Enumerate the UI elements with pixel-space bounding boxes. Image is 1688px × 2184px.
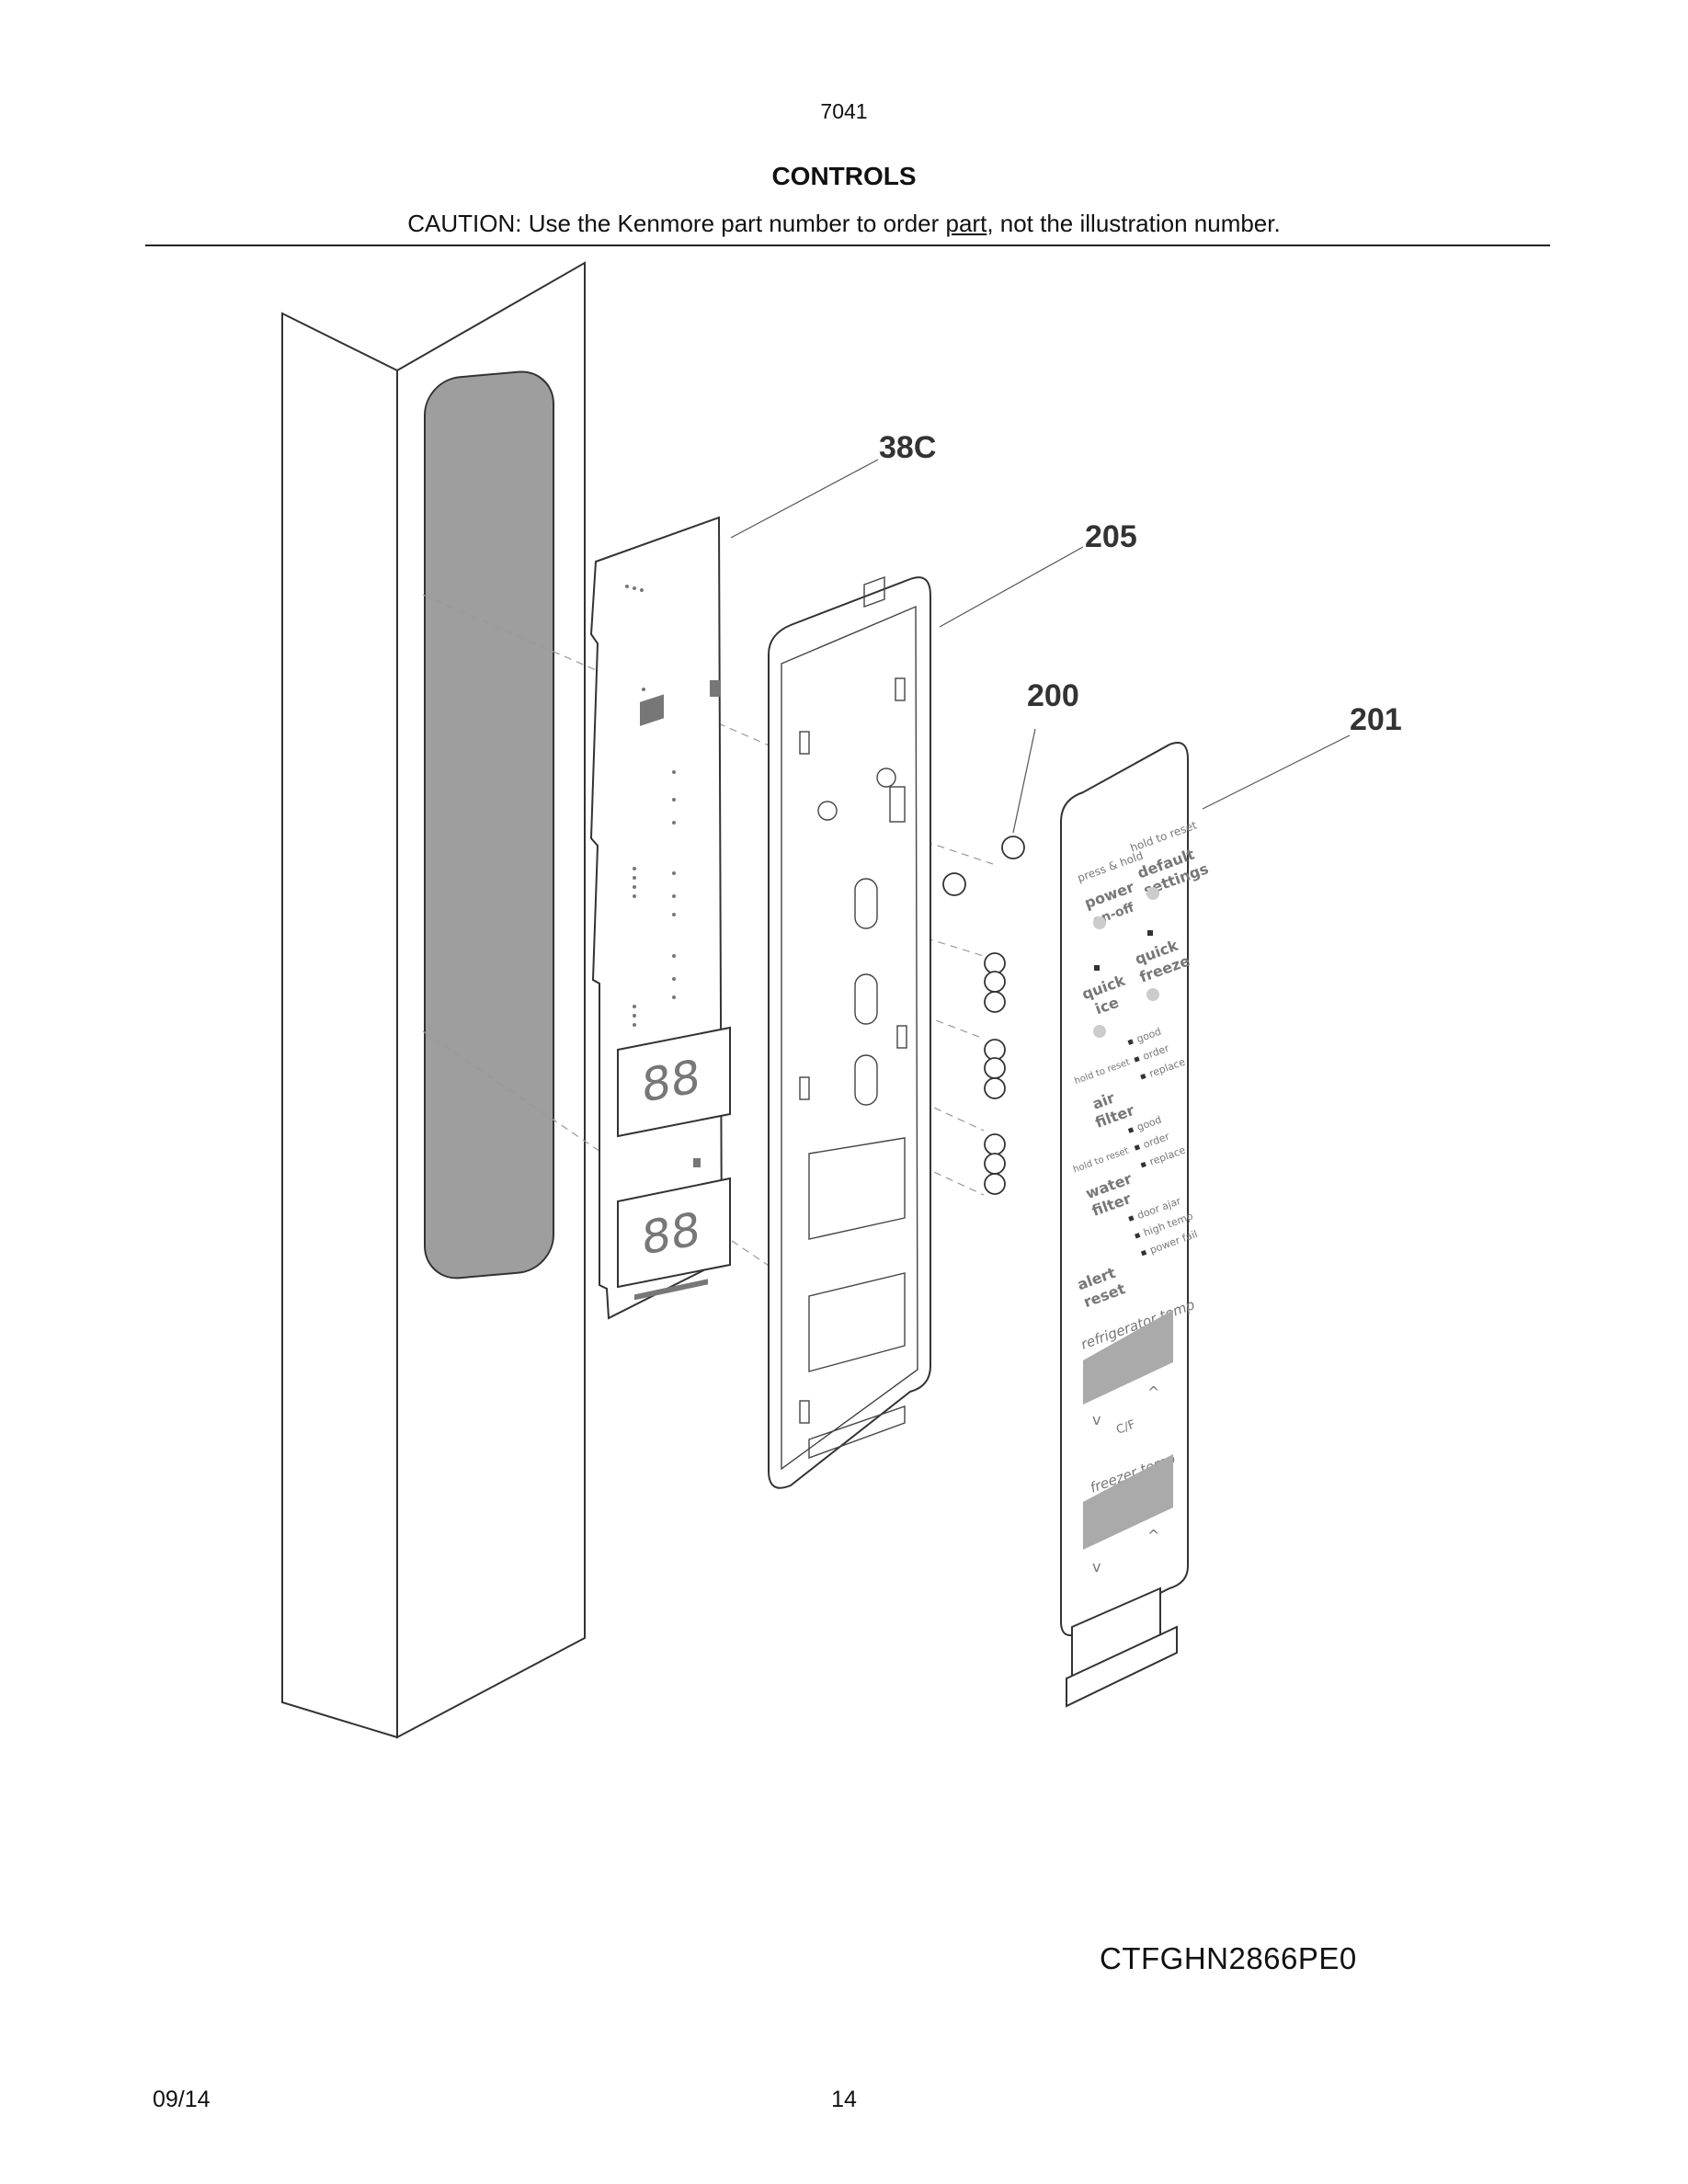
page-title: CONTROLS: [771, 162, 917, 190]
callout-38c: 38C: [879, 430, 937, 465]
caution-note: CAUTION: Use the Kenmore part number to …: [0, 210, 1688, 238]
callout-201: 201: [1350, 702, 1402, 737]
page-code: 7041: [820, 99, 868, 123]
page-number: 14: [831, 2087, 857, 2112]
callout-200: 200: [1027, 678, 1079, 713]
freezer-up-arrow: ^: [1147, 1527, 1159, 1544]
board-display-lower: 88: [642, 1201, 701, 1266]
header-rule: [145, 245, 1550, 246]
membrane-overlay: press & hold power on-off hold to reset …: [1060, 742, 1211, 1708]
callout-205: 205: [1085, 519, 1137, 554]
fridge-up-arrow: ^: [1147, 1383, 1159, 1401]
fridge-down-arrow: v: [1092, 1411, 1101, 1428]
caution-text-end: , not the illustration number.: [987, 210, 1281, 237]
caution-text: CAUTION: Use the Kenmore part number to …: [407, 210, 946, 237]
button-housing-frame: [768, 576, 931, 1489]
model-number: CTFGHN2866PE0: [1100, 1941, 1357, 1975]
push-buttons: [942, 836, 1025, 1195]
caution-underlined-word: part: [945, 210, 987, 237]
label-cf: C/F: [1114, 1418, 1137, 1438]
freezer-down-arrow: v: [1092, 1558, 1101, 1575]
board-display-upper: 88: [642, 1049, 701, 1113]
circuit-board: 88 88: [589, 516, 731, 1320]
control-housing: [281, 261, 586, 1739]
footer-date: 09/14: [153, 2087, 211, 2112]
leader-lines: [730, 459, 1351, 834]
